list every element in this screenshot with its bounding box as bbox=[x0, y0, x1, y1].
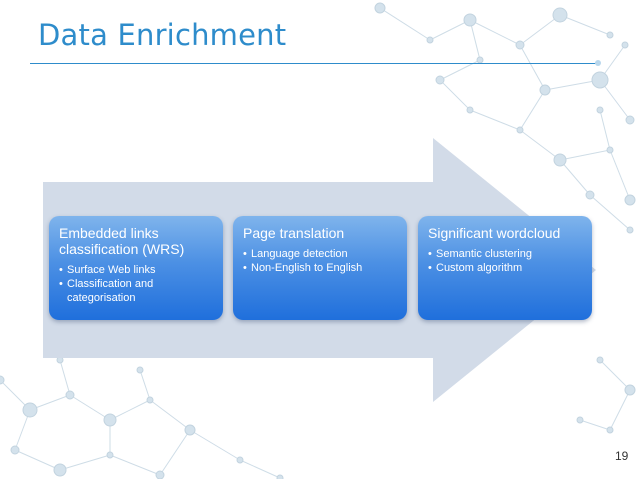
bullet-item: • Semantic clustering bbox=[428, 247, 584, 261]
step-box-embedded-links: Embedded links classification (WRS) • Sur… bbox=[49, 216, 223, 320]
bullet-item: • Non-English to English bbox=[243, 261, 399, 275]
bullet-text: Semantic clustering bbox=[436, 248, 532, 260]
page-title: Data Enrichment bbox=[38, 18, 287, 52]
bullet-glyph: • bbox=[243, 262, 247, 274]
step-box-page-translation: Page translation • Language detection • No… bbox=[233, 216, 407, 320]
step-title: Embedded links classification (WRS) bbox=[59, 225, 185, 257]
bullet-item: • Surface Web links bbox=[59, 263, 215, 277]
step-box-significant-wordcloud: Significant wordcloud • Semantic clusteri… bbox=[418, 216, 592, 320]
bullet-text: Surface Web links bbox=[67, 264, 156, 276]
bullet-text: Non-English to English bbox=[251, 262, 363, 274]
bullet-glyph: • bbox=[428, 248, 432, 260]
step-title: Page translation bbox=[243, 225, 345, 241]
bullet-text: Classification and categorisation bbox=[67, 278, 154, 304]
bullet-item: • Classification and categorisation bbox=[59, 277, 215, 305]
bullet-text: Language detection bbox=[251, 248, 348, 260]
title-underline-dot bbox=[595, 60, 601, 66]
step-title: Significant wordcloud bbox=[428, 225, 561, 241]
bullet-glyph: • bbox=[59, 264, 63, 276]
step-bullets: • Semantic clustering • Custom algorithm bbox=[428, 247, 584, 275]
bullet-item: • Language detection bbox=[243, 247, 399, 261]
bullet-glyph: • bbox=[59, 278, 63, 290]
step-bullets: • Surface Web links • Classification and c… bbox=[59, 263, 215, 305]
bullet-glyph: • bbox=[243, 248, 247, 260]
step-bullets: • Language detection • Non-English to Engl… bbox=[243, 247, 399, 275]
bullet-item: • Custom algorithm bbox=[428, 261, 584, 275]
bullet-glyph: • bbox=[428, 262, 432, 274]
title-underline bbox=[30, 63, 598, 64]
page-number: 19 bbox=[615, 449, 629, 463]
bullet-text: Custom algorithm bbox=[436, 262, 523, 274]
